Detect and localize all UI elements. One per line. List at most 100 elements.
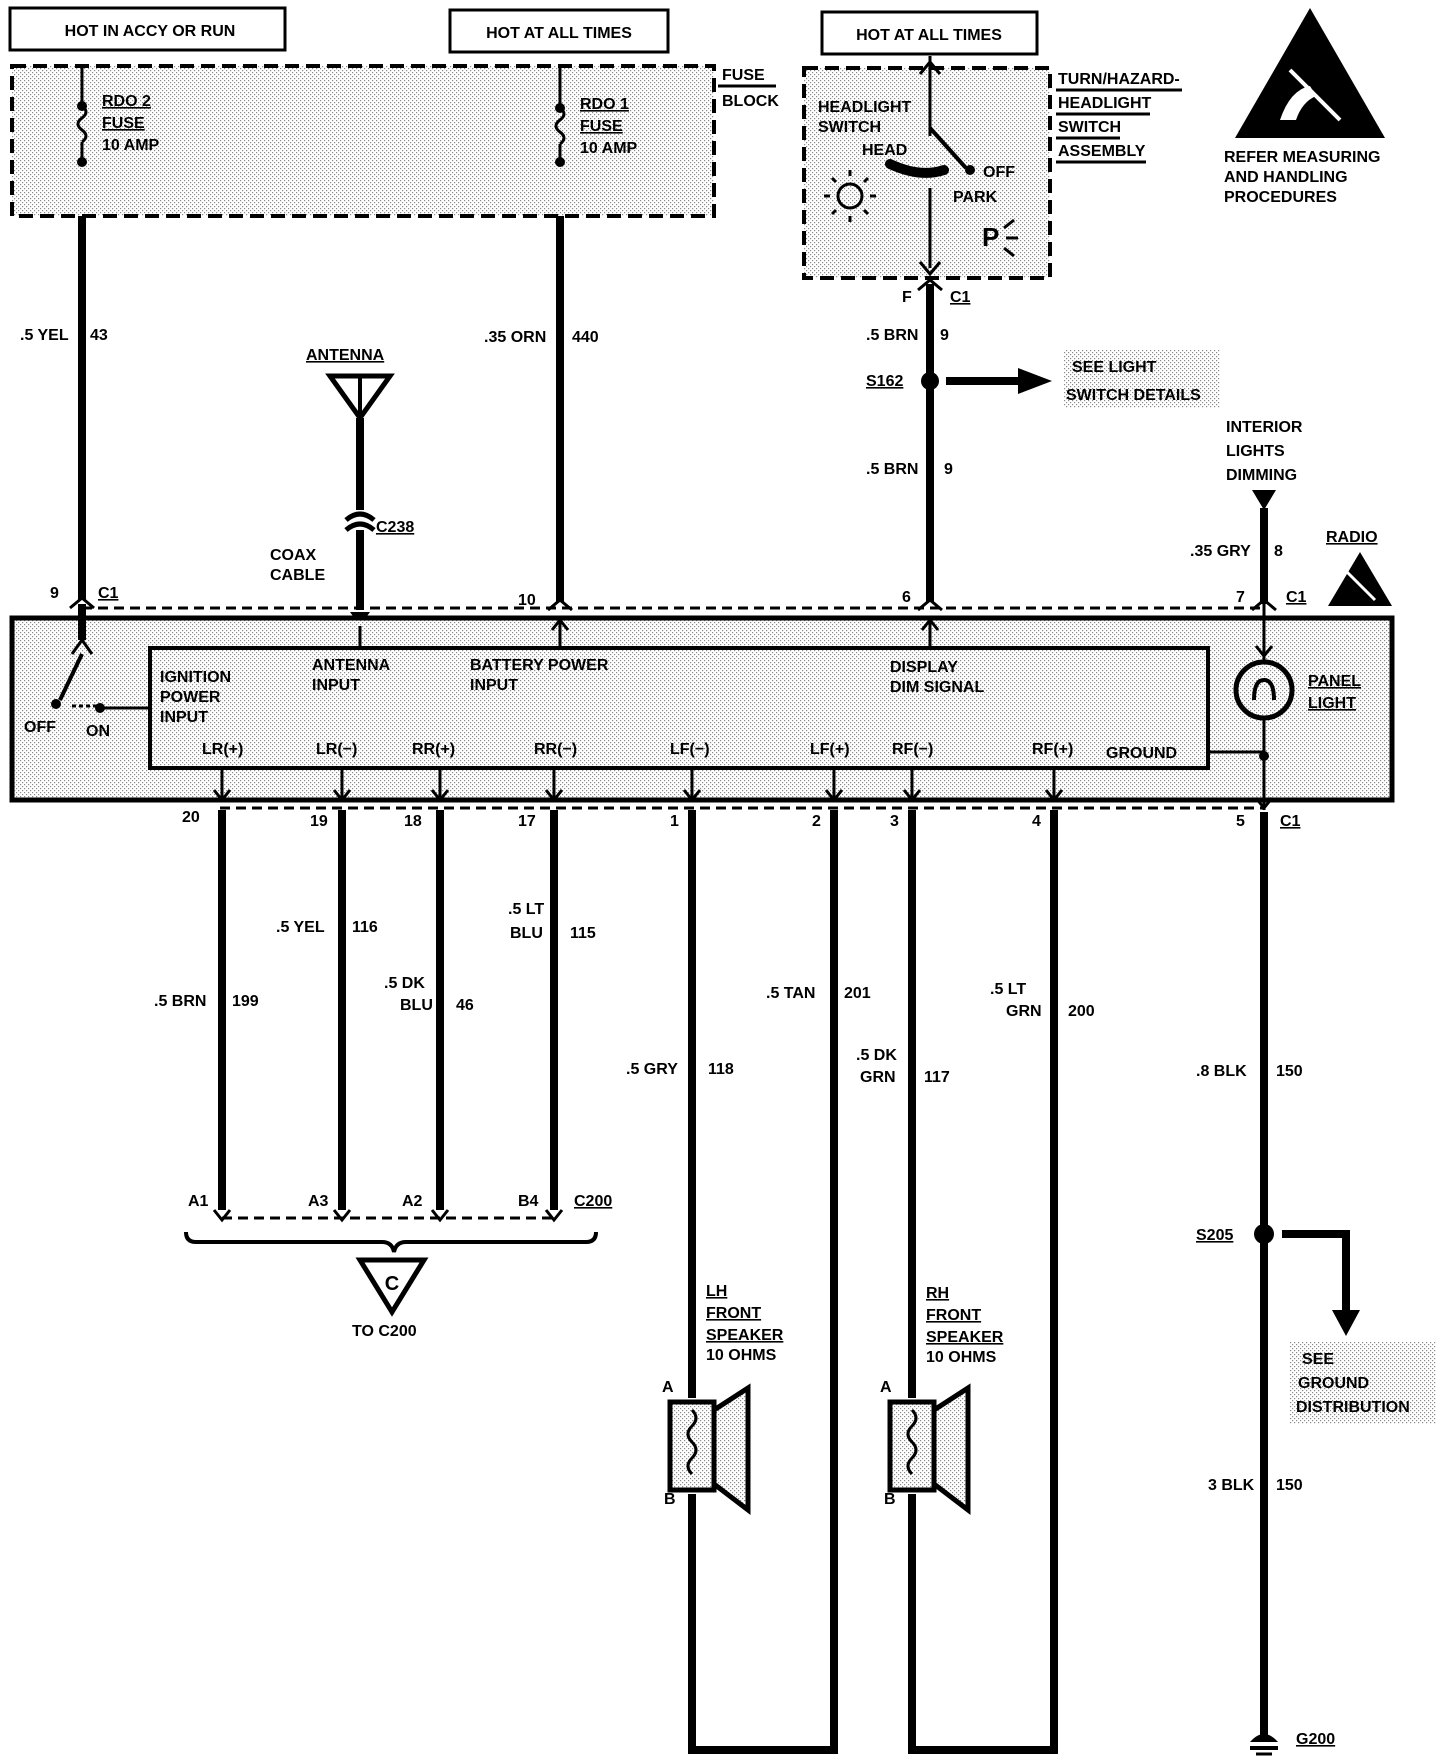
speaker-icon <box>887 1383 971 1516</box>
lower-wire-115-gauge-1: .5 LT <box>508 901 544 918</box>
ground-wire-150: 5 C1 .8 BLK 150 S205 SEE GROUND DISTRIBU… <box>1196 797 1436 1756</box>
lower-wire-201-circuit: 201 <box>844 985 871 1002</box>
lower-wire-117-gauge-1: .5 DK <box>856 1047 897 1064</box>
lower-wire-115-gauge-2: BLU <box>510 925 543 942</box>
esd-line-1: REFER MEASURING <box>1224 149 1380 166</box>
headlamp-icon <box>824 170 876 222</box>
wire-43-conn: C1 <box>98 585 119 602</box>
lower-wire-116-pin: 19 <box>310 813 328 830</box>
wire-9-circuit-b: 9 <box>944 461 953 478</box>
fuse-rdo1: RDO 1 FUSE 10 AMP <box>554 68 638 167</box>
fuse-rdo2-type: FUSE <box>102 115 145 132</box>
lower-wire-117-circuit: 117 <box>924 1069 950 1086</box>
lower-wire-199-circuit: 199 <box>232 993 259 1010</box>
c200-ref-triangle-icon <box>355 1257 429 1317</box>
fuse-rdo1-element-icon <box>554 106 566 146</box>
lh-speaker-line-3: SPEAKER <box>706 1327 784 1344</box>
lower-wire-118-pin: 1 <box>670 813 679 830</box>
lower-wire-200-gauge-2: GRN <box>1006 1003 1042 1020</box>
fuse-block: FUSE BLOCK <box>10 64 779 218</box>
wire-43: .5 YEL 43 9 C1 <box>20 216 119 610</box>
lower-wire-118: 1 .5 GRY 118 <box>626 768 734 1754</box>
interior-dim-arrow-icon <box>1252 490 1276 510</box>
ground-wire-gauge-2: 3 BLK <box>1208 1477 1255 1494</box>
ground-icon <box>1250 1734 1278 1756</box>
lower-wire-118-gauge: .5 GRY <box>626 1061 678 1078</box>
radio-ignition-3: INPUT <box>160 709 208 726</box>
ground-wire-circuit-2: 150 <box>1276 1477 1303 1494</box>
s162-name: S162 <box>866 373 903 390</box>
headlight-off-label: OFF <box>983 164 1015 181</box>
header-hot-all-times-2: HOT AT ALL TIMES <box>820 10 1039 56</box>
wire-9-pin-f: F <box>902 289 912 306</box>
wire-9: F C1 .5 BRN 9 .5 BRN 9 6 <box>866 278 971 612</box>
fuse-rdo2-element-icon <box>76 104 88 144</box>
antenna-icon <box>325 373 395 423</box>
assembly-label-1: TURN/HAZARD- <box>1058 71 1180 88</box>
radio-switch-on: ON <box>86 723 110 740</box>
rh-speaker-pin-b: B <box>884 1491 896 1508</box>
header-hot-accy-run: HOT IN ACCY OR RUN <box>8 6 287 52</box>
radio-output-lf-neg: LF(−) <box>670 741 710 758</box>
lh-speaker-line-2: FRONT <box>706 1305 761 1322</box>
radio-output-rr-neg: RR(−) <box>534 741 577 758</box>
lower-wire-116-circuit: 116 <box>352 919 378 936</box>
antenna: ANTENNA C238 COAX CABLE <box>270 347 414 626</box>
radio-antenna-2: INPUT <box>312 677 360 694</box>
fuse-rdo2-name: RDO 2 <box>102 93 151 110</box>
ground-wire-gauge: .8 BLK <box>1196 1063 1247 1080</box>
rh-speaker-line-1: RH <box>926 1285 949 1302</box>
radio-switch-off: OFF <box>24 719 56 736</box>
panel-light-2: LIGHT <box>1308 695 1356 712</box>
radio-ignition-switch: OFF ON <box>24 604 150 740</box>
wire-43-circuit: 43 <box>90 327 108 344</box>
wire-9-pin-6: 6 <box>902 589 911 606</box>
radio-battery-2: INPUT <box>470 677 518 694</box>
headlight-head-label: HEAD <box>862 142 907 159</box>
park-lamp-symbol: P <box>982 222 999 252</box>
c238-label: C238 <box>376 519 414 536</box>
panel-light-icon <box>1233 604 1295 810</box>
park-lamp-icon: P <box>982 218 1018 258</box>
fuse-rdo1-name: RDO 1 <box>580 96 629 113</box>
header-hot-all-times-2-label: HOT AT ALL TIMES <box>856 27 1002 44</box>
fuse-rdo2-rating: 10 AMP <box>102 137 160 154</box>
lower-wire-199: 20 .5 BRN 199 A1 <box>154 768 259 1210</box>
wire-9-gauge-b: .5 BRN <box>866 461 918 478</box>
splice-s162: S162 SEE LIGHT SWITCH DETAILS <box>866 350 1220 408</box>
ground-see-2: GROUND <box>1298 1375 1369 1392</box>
headlight-assembly-label: TURN/HAZARD- HEADLIGHT SWITCH ASSEMBLY <box>1056 71 1182 164</box>
lower-wire-115-circuit: 115 <box>570 925 596 942</box>
lower-wire-117: 3 .5 DK GRN 117 <box>856 768 950 1754</box>
ground-distribution-arrow-icon <box>1332 1310 1360 1336</box>
lower-wire-46-c200-pin: A2 <box>402 1193 423 1210</box>
lh-speaker-pin-b: B <box>664 1491 676 1508</box>
esd-notice: REFER MEASURING AND HANDLING PROCEDURES <box>1224 8 1385 206</box>
radio-output-lr-pos: LR(+) <box>202 741 243 758</box>
ground-wire-pin: 5 <box>1236 813 1245 830</box>
header-hot-all-times-1: HOT AT ALL TIMES <box>448 8 670 54</box>
fuse-block-label-1: FUSE <box>722 67 765 84</box>
radio-ground-label: GROUND <box>1106 745 1177 762</box>
header-hot-all-times-1-label: HOT AT ALL TIMES <box>486 25 632 42</box>
lower-wire-201: 2 .5 TAN 201 <box>688 768 871 1754</box>
headlight-switch-label-2: SWITCH <box>818 119 881 136</box>
wire-440-gauge: .35 ORN <box>484 329 546 346</box>
lower-wire-200-gauge-1: .5 LT <box>990 981 1026 998</box>
coax-label-2: CABLE <box>270 567 325 584</box>
lower-wire-115-pin: 17 <box>518 813 536 830</box>
radio-esd-icon <box>1328 552 1392 606</box>
wire-8-pin: 7 <box>1236 589 1245 606</box>
lower-wire-46-gauge-1: .5 DK <box>384 975 425 992</box>
rh-speaker-line-3: SPEAKER <box>926 1329 1004 1346</box>
lower-wire-199-c200-pin: A1 <box>188 1193 209 1210</box>
radio-ignition-2: POWER <box>160 689 221 706</box>
c200-connector: C200 C TO C200 <box>184 1193 612 1340</box>
lower-wire-115: 17 .5 LT BLU 115 B4 <box>508 768 596 1210</box>
s162-arrow-icon <box>1018 368 1052 394</box>
fuse-rdo1-rating: 10 AMP <box>580 140 638 157</box>
esd-warning-icon <box>1235 8 1385 138</box>
lower-wire-199-gauge: .5 BRN <box>154 993 206 1010</box>
headlight-switch-label-1: HEADLIGHT <box>818 99 912 116</box>
